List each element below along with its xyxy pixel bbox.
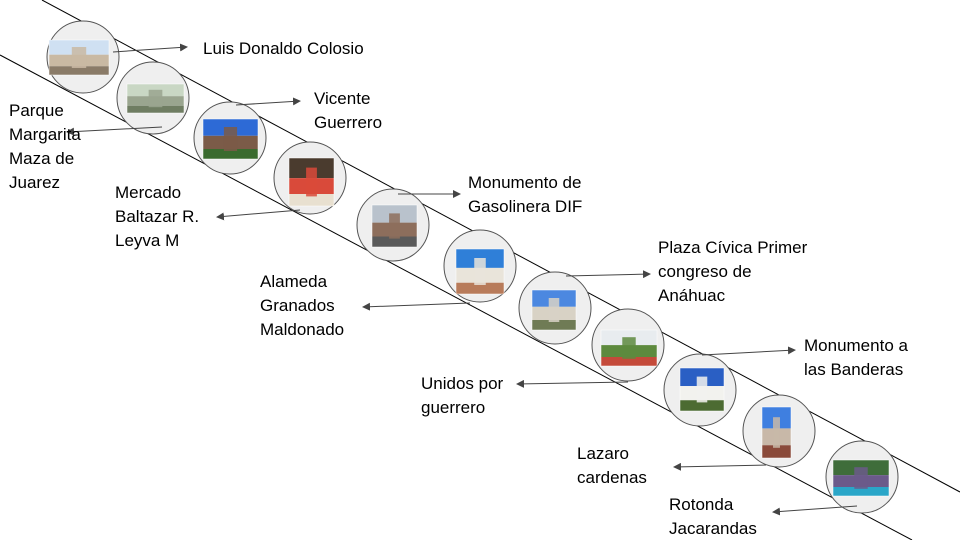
stop-label: Rotonda Jacarandas (669, 495, 757, 538)
building-photo (371, 204, 418, 248)
stop-label: Luis Donaldo Colosio (203, 39, 364, 58)
stop-arrow (235, 97, 301, 106)
stop-label: Monumento de Gasolinera DIF (468, 173, 583, 216)
stop-arrow (673, 462, 767, 471)
stop-5 (356, 188, 430, 262)
stop-arrow (701, 346, 796, 356)
aerial-photo (832, 459, 890, 497)
stop-1 (46, 20, 120, 94)
stop-arrow (112, 43, 188, 53)
stop-label: Lazaro cardenas (577, 444, 647, 487)
kiosk-photo (455, 248, 505, 295)
stop-label: Unidos por guerrero (421, 374, 504, 417)
stop-label: Vicente Guerrero (314, 89, 383, 132)
sculpture-photo (600, 329, 658, 367)
stop-11 (825, 440, 899, 514)
statue-blue-photo (761, 406, 792, 459)
stop-arrow (565, 270, 651, 279)
stop-arrow (216, 209, 301, 221)
stop-label: Plaza Cívica Primer congreso de Anáhuac (658, 238, 808, 305)
stop-2 (116, 61, 190, 135)
stop-arrow (772, 505, 858, 516)
stop-7 (518, 271, 592, 345)
stop-label: Parque Margarita Maza de Juarez (9, 101, 81, 192)
stop-arrow (362, 302, 471, 311)
park-photo (126, 83, 185, 114)
plaza-photo (531, 289, 577, 331)
stop-8 (591, 308, 665, 382)
stop-arrow (516, 379, 629, 388)
stop-label: Monumento a las Banderas (804, 336, 908, 379)
statue-photo (48, 39, 110, 76)
stop-arrow (66, 126, 163, 136)
stop-9 (663, 353, 737, 427)
monument-photo (202, 118, 259, 160)
market-photo (288, 157, 335, 207)
stop-label: Alameda Granados Maldonado (260, 272, 345, 339)
stop-4 (273, 141, 347, 215)
stop-10 (742, 394, 816, 468)
stop-6 (443, 229, 517, 303)
obelisk-photo (679, 367, 725, 412)
stop-label: Mercado Baltazar R. Leyva M (115, 183, 200, 250)
stop-3 (193, 101, 267, 175)
